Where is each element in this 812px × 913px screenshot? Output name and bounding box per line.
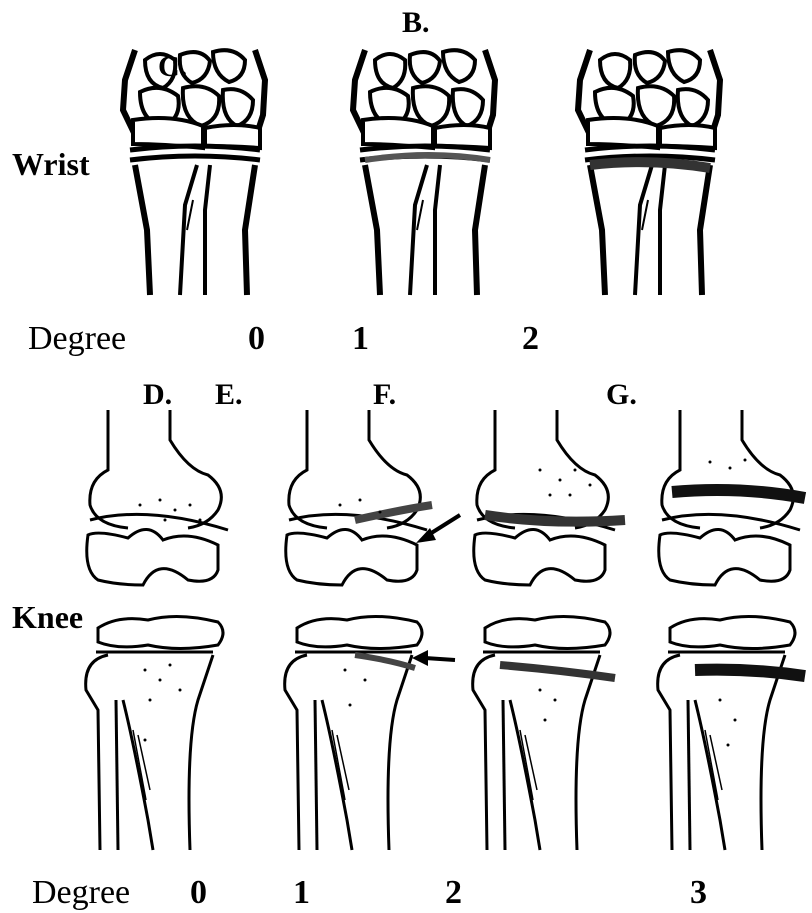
row-label-wrist: Wrist [12, 148, 90, 180]
knee-degree-1-image [285, 410, 427, 850]
knee-degree-0-image [86, 410, 228, 850]
knee-degree-label: Degree [32, 876, 130, 910]
knee-degree-2-tibia-shading [500, 665, 615, 678]
knee-degree-1-tibia-shading [355, 655, 415, 668]
panel-label-d: D. [143, 380, 172, 410]
knee-degree-3-image [658, 410, 800, 850]
wrist-degree-label: Degree [28, 322, 126, 356]
knee-degree-3-tibia-shading [695, 670, 805, 676]
knee-degree-2-image [473, 410, 615, 850]
knee-degree-1-femur-shading [355, 505, 432, 520]
knee-degree-1: 1 [293, 876, 310, 910]
panel-label-b: B. [402, 8, 430, 38]
panel-label-c: C. [158, 52, 187, 82]
arrow-tibia-icon [412, 650, 455, 666]
bone-speckles [139, 459, 747, 747]
wrist-degree-1: 1 [352, 322, 369, 356]
wrist-degree-0-image [123, 50, 265, 295]
panel-label-f: F. [373, 380, 396, 410]
wrist-degree-2: 2 [522, 322, 539, 356]
knee-degree-2: 2 [445, 876, 462, 910]
panel-label-g: G. [606, 380, 637, 410]
wrist-degree-1-image [353, 50, 495, 295]
panel-label-e: E. [215, 380, 243, 410]
knee-degree-0: 0 [190, 876, 207, 910]
wrist-degree-2-narrowing [590, 162, 710, 168]
wrist-degree-2-image [578, 50, 720, 295]
row-label-knee: Knee [12, 601, 83, 633]
wrist-degree-0: 0 [248, 322, 265, 356]
knee-degree-3-femur-shading [672, 490, 805, 498]
knee-degree-3: 3 [690, 876, 707, 910]
wrist-degree-1-narrowing [365, 155, 490, 160]
